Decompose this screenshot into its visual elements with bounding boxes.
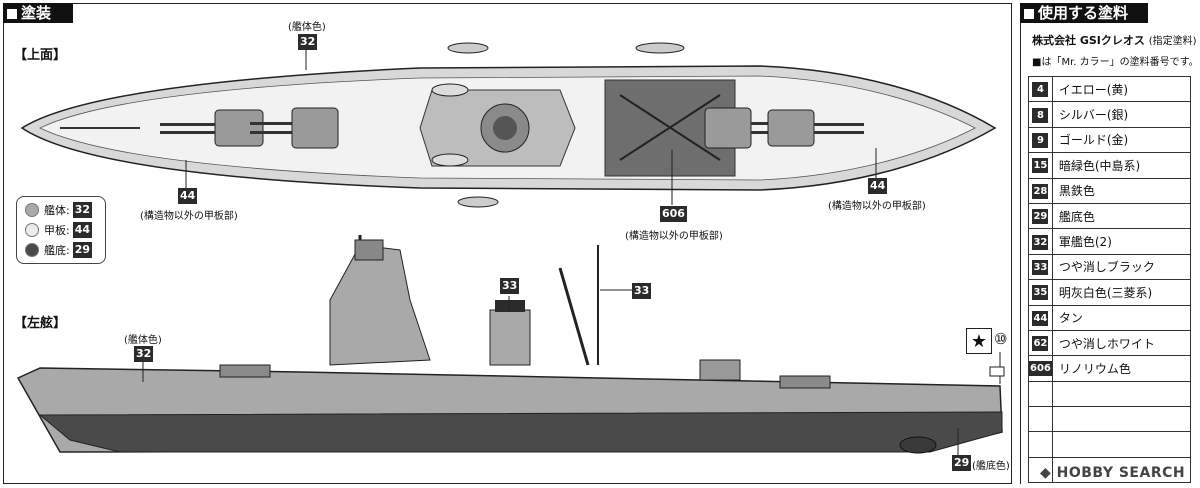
paint-code: 62 <box>1032 336 1049 352</box>
paint-name <box>1051 431 1192 458</box>
paint-name: 軍艦色(2) <box>1051 228 1192 255</box>
paint-code: 28 <box>1032 183 1049 199</box>
paint-row <box>1028 380 1192 408</box>
paint-row <box>1028 406 1192 433</box>
color-code-note: ■は「Mr. カラー」の塗料番号です。 <box>1032 57 1199 68</box>
top-hull-code: 32 <box>298 34 318 50</box>
paint-code: 29 <box>1032 209 1049 225</box>
paint-code-cell: 33 <box>1028 253 1053 281</box>
paint-name: つや消しホワイト <box>1051 329 1192 357</box>
top-hull-label: (艦体色) <box>288 22 326 33</box>
deck-left-label: (構造物以外の甲板部) <box>140 211 238 222</box>
paint-code-cell <box>1028 456 1053 484</box>
side-view-label: 【左舷】 <box>14 316 67 331</box>
paint-code-cell: 62 <box>1028 329 1053 357</box>
paint-code: 15 <box>1032 158 1049 174</box>
brand-name: 株式会社 GSIクレオス (指定塗料) <box>1032 34 1197 47</box>
paint-code-cell <box>1028 380 1053 408</box>
paint-code: 35 <box>1032 285 1049 301</box>
flag-decal-marker: ★ <box>966 328 992 354</box>
paint-code-cell: 29 <box>1028 202 1053 230</box>
paint-code: 606 <box>1029 361 1052 377</box>
paint-name <box>1051 380 1192 408</box>
color-swatch <box>25 223 39 237</box>
paint-code-cell: 35 <box>1028 279 1053 306</box>
paint-name <box>1051 456 1192 484</box>
top-view-label: 【上面】 <box>14 48 67 63</box>
paint-code-cell: 9 <box>1028 126 1053 154</box>
paint-code-cell: 15 <box>1028 152 1053 179</box>
legend-row: 艦体: 32 <box>25 202 93 218</box>
paint-name: 艦底色 <box>1051 202 1192 230</box>
mast-code: 33 <box>632 283 652 299</box>
paint-code: 4 <box>1032 82 1049 98</box>
painting-panel <box>3 3 1012 484</box>
paint-code-cell: 28 <box>1028 177 1053 204</box>
paint-name: つや消しブラック <box>1051 253 1192 281</box>
paint-code-cell: 4 <box>1028 75 1053 103</box>
paints-header: 使用する塗料 <box>1020 3 1148 23</box>
painting-header: 塗装 <box>3 3 73 23</box>
paint-name: ゴールド(金) <box>1051 126 1192 154</box>
paint-code: 8 <box>1032 107 1049 123</box>
side-hull-code: 32 <box>134 346 154 362</box>
paint-code: 44 <box>1032 310 1049 326</box>
paint-name: イエロー(黄) <box>1051 75 1192 103</box>
deck-right-label: (構造物以外の甲板部) <box>828 201 926 212</box>
paint-name <box>1051 406 1192 433</box>
star-icon: ★ <box>970 330 988 352</box>
paint-code: 32 <box>1032 234 1049 250</box>
deck-right-code: 44 <box>868 178 888 194</box>
paint-name: 明灰白色(三菱系) <box>1051 279 1192 306</box>
paint-code-cell <box>1028 406 1053 433</box>
bottom-code: 29 <box>952 455 972 471</box>
paint-name: リノリウム色 <box>1051 355 1192 382</box>
paint-row <box>1028 431 1192 458</box>
legend-row: 甲板: 44 <box>25 222 93 238</box>
color-swatch <box>25 243 39 257</box>
linoleum-code: 606 <box>660 206 687 222</box>
color-swatch <box>25 203 39 217</box>
paint-code: 33 <box>1032 259 1049 275</box>
paint-code-cell: 606 <box>1028 355 1053 382</box>
bottom-label: (艦底色) <box>972 461 1010 472</box>
paint-name: 黒鉄色 <box>1051 177 1192 204</box>
paint-code: 9 <box>1032 132 1049 148</box>
paints-panel <box>1020 3 1197 484</box>
watermark: ◆ HOBBY SEARCH <box>1040 465 1186 481</box>
logo-icon: ◆ <box>1040 465 1057 481</box>
paint-code-cell <box>1028 431 1053 458</box>
side-hull-label: (艦体色) <box>124 335 162 346</box>
paint-code-cell: 32 <box>1028 228 1053 255</box>
funnel-code: 33 <box>500 278 520 294</box>
linoleum-label: (構造物以外の甲板部) <box>625 231 723 242</box>
deck-left-code: 44 <box>178 188 198 204</box>
paint-name: 暗緑色(中島系) <box>1051 152 1192 179</box>
paint-code-cell: 8 <box>1028 101 1053 128</box>
paint-name: タン <box>1051 304 1192 331</box>
flag-number: ⑩ <box>994 330 1008 348</box>
color-legend: 艦体: 32 甲板: 44 艦底: 29 <box>16 196 106 264</box>
paint-name: シルバー(銀) <box>1051 101 1192 128</box>
paint-row <box>1028 456 1192 484</box>
paint-code-cell: 44 <box>1028 304 1053 331</box>
legend-row: 艦底: 29 <box>25 242 93 258</box>
ship-top-view <box>16 42 1005 455</box>
